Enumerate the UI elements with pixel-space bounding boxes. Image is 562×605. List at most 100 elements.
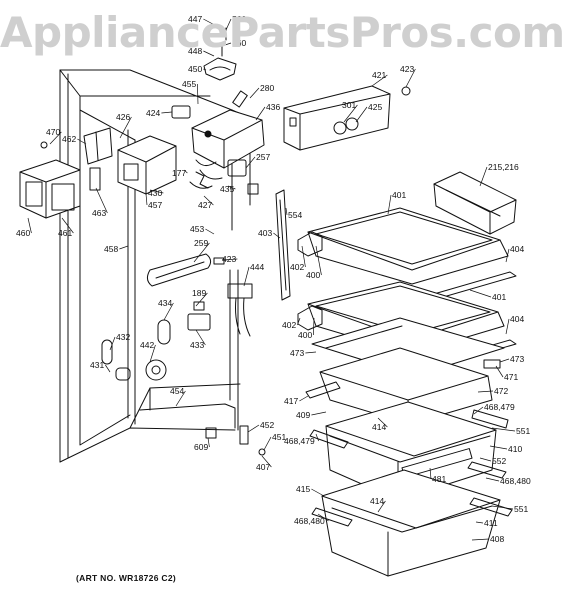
part-label-458: 458: [104, 244, 118, 254]
part-label-259: 259: [194, 238, 208, 248]
leader-line: [245, 156, 256, 169]
leader-line: [145, 193, 148, 206]
part-label-452: 452: [260, 420, 274, 430]
part-label-609: 609: [194, 442, 208, 452]
part-label-451: 451: [272, 432, 286, 442]
part-label-551: 551: [514, 504, 528, 514]
leader-line: [221, 42, 232, 47]
leader-line: [377, 417, 388, 428]
part-label-468-479: 468,479: [284, 436, 315, 446]
leader-line: [315, 433, 319, 442]
part-label-421: 421: [372, 70, 386, 80]
part-label-301: 301: [342, 100, 356, 110]
leader-line: [247, 424, 260, 433]
part-label-402: 402: [282, 320, 296, 330]
part-label-551: 551: [516, 426, 530, 436]
part-label-423: 423: [222, 254, 236, 264]
part-label-426: 426: [116, 112, 130, 122]
leader-line: [301, 245, 306, 268]
part-label-462: 462: [62, 134, 76, 144]
part-label-177: 177: [172, 168, 186, 178]
leader-line: [119, 245, 129, 250]
leader-line: [505, 248, 510, 263]
leader-line: [49, 131, 62, 145]
leader-line: [495, 365, 504, 378]
part-label-414: 414: [372, 422, 386, 432]
part-label-481: 481: [432, 474, 446, 484]
leader-line: [149, 344, 156, 363]
part-label-450: 450: [188, 64, 202, 74]
leader-line: [225, 18, 232, 31]
part-label-560: 560: [232, 14, 246, 24]
leader-line: [243, 266, 250, 287]
glass-shelf-upper: [297, 207, 517, 303]
leader-line: [299, 395, 309, 402]
leader-line: [221, 258, 238, 261]
leader-line: [505, 318, 510, 335]
leader-line: [313, 317, 315, 336]
leader-line: [203, 195, 214, 206]
leader-line: [405, 68, 416, 88]
leader-line: [163, 302, 174, 321]
part-label-423: 423: [400, 64, 414, 74]
part-label-434: 434: [158, 298, 172, 308]
leader-line: [203, 50, 215, 57]
watermark: AppliancePartsPros.com: [0, 8, 562, 57]
small-parts: [40, 27, 411, 265]
shelf-ladder-403: [275, 189, 291, 301]
leader-line: [377, 500, 386, 513]
part-label-408: 408: [490, 534, 504, 544]
part-label-468-480: 468,480: [500, 476, 531, 486]
leader-line: [183, 169, 188, 174]
part-label-403: 403: [258, 228, 272, 238]
leader-line: [255, 106, 266, 121]
part-label-455: 455: [182, 79, 196, 89]
part-label-411: 411: [484, 518, 498, 528]
part-label-414: 414: [370, 496, 384, 506]
leader-line: [195, 292, 208, 307]
leader-line: [95, 187, 108, 214]
part-label-409: 409: [296, 410, 310, 420]
light-housing-444: [187, 283, 253, 337]
cover-259: [146, 253, 212, 287]
part-label-461: 461: [58, 228, 72, 238]
bracket-462: [83, 127, 113, 191]
part-label-448: 448: [188, 46, 202, 56]
leader-line: [317, 513, 329, 522]
part-label-435: 435: [220, 184, 234, 194]
leader-line: [227, 185, 236, 190]
part-label-404: 404: [510, 244, 524, 254]
part-label-472: 472: [494, 386, 508, 396]
leader-line: [479, 166, 488, 187]
part-label-425: 425: [368, 102, 382, 112]
leader-line: [355, 106, 368, 123]
leader-line: [485, 477, 500, 482]
leader-line: [207, 437, 210, 448]
leader-line: [285, 207, 288, 216]
control-housing-436: [191, 109, 265, 180]
leader-line: [315, 245, 322, 276]
leader-line: [261, 455, 272, 468]
leader-line: [161, 111, 173, 114]
part-label-401: 401: [392, 190, 406, 200]
leader-line: [471, 538, 490, 541]
part-label-215-216: 215,216: [488, 162, 519, 172]
leader-line: [193, 242, 210, 263]
leader-line: [311, 411, 327, 416]
leader-line: [77, 138, 87, 145]
leader-line: [429, 467, 432, 480]
part-label-471: 471: [504, 372, 518, 382]
leader-line: [149, 189, 164, 194]
part-label-415: 415: [296, 484, 310, 494]
part-label-473: 473: [510, 354, 524, 364]
leader-line: [119, 116, 132, 139]
part-label-407: 407: [256, 462, 270, 472]
part-label-427: 427: [198, 200, 212, 210]
leader-line: [105, 364, 111, 373]
leader-line: [371, 74, 388, 87]
part-label-444: 444: [250, 262, 264, 272]
part-label-430: 430: [148, 188, 162, 198]
leader-line: [491, 505, 514, 510]
